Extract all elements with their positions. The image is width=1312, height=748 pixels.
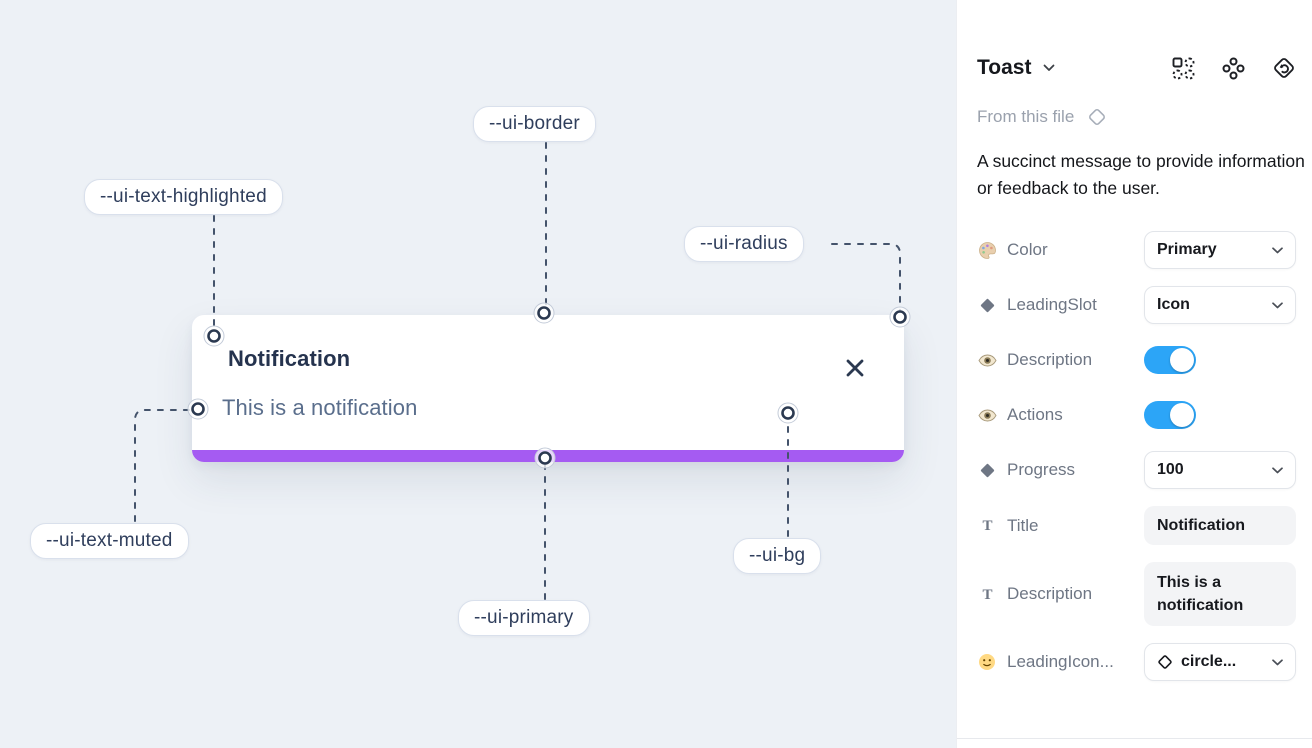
- var-label-border: --ui-border: [473, 106, 596, 142]
- reset-instance-button[interactable]: [1272, 56, 1296, 80]
- text-icon: T: [977, 587, 997, 602]
- prop-label: Color: [1007, 240, 1048, 260]
- toast-title: Notification: [228, 346, 351, 371]
- actions-toggle[interactable]: [1144, 401, 1196, 430]
- leadingicon-select[interactable]: circle...: [1144, 643, 1296, 682]
- chevron-down-icon: [1272, 247, 1283, 254]
- instance-swap-button[interactable]: [1172, 57, 1195, 80]
- text-icon: T: [977, 518, 997, 533]
- prop-label: LeadingSlot: [1007, 295, 1097, 315]
- source-row: From this file: [977, 107, 1296, 127]
- component-icon: [1222, 57, 1245, 79]
- header-actions: [1172, 56, 1296, 80]
- chevron-down-icon: [1272, 302, 1283, 309]
- var-label-text-highlighted: --ui-text-highlighted: [84, 179, 283, 215]
- eye-icon: [977, 354, 997, 367]
- title-field[interactable]: Notification: [1144, 506, 1296, 546]
- var-label-text-muted: --ui-text-muted: [30, 523, 189, 559]
- instance-swap-icon: [1172, 57, 1195, 79]
- component-canvas: Notification This is a notification: [0, 0, 956, 748]
- var-label-bg: --ui-bg: [733, 538, 822, 574]
- chevron-down-icon: [1044, 64, 1055, 71]
- prop-row-description-text: T Description This is a notification: [977, 562, 1296, 627]
- diamond-icon: [977, 462, 997, 479]
- palette-icon: [977, 241, 997, 260]
- source-label: From this file: [977, 107, 1075, 126]
- svg-text:T: T: [982, 587, 992, 602]
- prop-label: Actions: [1007, 405, 1063, 425]
- prop-row-description-toggle: Description: [977, 341, 1296, 379]
- toast-preview[interactable]: Notification This is a notification: [192, 315, 904, 462]
- svg-text:T: T: [982, 518, 992, 533]
- var-label-radius: --ui-radius: [684, 226, 804, 262]
- prop-row-actions-toggle: Actions: [977, 396, 1296, 434]
- color-select[interactable]: Primary: [1144, 231, 1296, 270]
- prop-label: Description: [1007, 350, 1093, 370]
- prop-label: Title: [1007, 515, 1039, 535]
- description-toggle[interactable]: [1144, 346, 1196, 375]
- toast-description: This is a notification: [222, 395, 418, 420]
- close-button[interactable]: [844, 357, 866, 379]
- select-value: Primary: [1157, 241, 1217, 259]
- component-description: A succinct message to provide informatio…: [977, 151, 1305, 199]
- description-field[interactable]: This is a notification: [1144, 562, 1296, 627]
- var-label-primary: --ui-primary: [458, 600, 590, 636]
- prop-label: LeadingIcon...: [1007, 652, 1114, 672]
- prop-row-leadingicon: LeadingIcon... circle...: [977, 643, 1296, 682]
- prop-row-color: Color Primary: [977, 231, 1296, 270]
- close-icon: [846, 359, 864, 377]
- leadingslot-select[interactable]: Icon: [1144, 286, 1296, 325]
- toggle-knob: [1170, 348, 1194, 373]
- reset-instance-icon: [1274, 58, 1294, 78]
- eye-icon: [977, 409, 997, 422]
- prop-label: Progress: [1007, 460, 1076, 480]
- diamond-outline-icon: [1158, 655, 1172, 670]
- smiley-icon: [977, 653, 997, 671]
- prop-row-leadingslot: LeadingSlot Icon: [977, 286, 1296, 325]
- chevron-down-icon: [1272, 467, 1283, 474]
- select-value: Icon: [1157, 296, 1190, 314]
- property-list: Color Primary LeadingS: [977, 231, 1296, 682]
- select-value: circle...: [1181, 653, 1237, 671]
- diamond-outline-icon: [1089, 109, 1106, 125]
- prop-label: Description: [1007, 584, 1093, 604]
- progress-select[interactable]: 100: [1144, 451, 1296, 490]
- connector-text-muted: [134, 409, 199, 522]
- properties-panel: Toast: [956, 0, 1312, 748]
- toast-progress-bar: [192, 450, 904, 462]
- connector-radius: [831, 243, 901, 318]
- chevron-down-icon: [1272, 659, 1283, 666]
- component-title-dropdown[interactable]: [1043, 64, 1055, 72]
- component-button[interactable]: [1222, 57, 1245, 80]
- diamond-icon: [977, 297, 997, 314]
- panel-header: Toast: [977, 56, 1296, 80]
- component-title: Toast: [977, 56, 1032, 79]
- prop-row-title: T Title Notification: [977, 506, 1296, 546]
- select-value: 100: [1157, 461, 1184, 479]
- prop-row-progress: Progress 100: [977, 451, 1296, 490]
- toggle-knob: [1170, 403, 1194, 428]
